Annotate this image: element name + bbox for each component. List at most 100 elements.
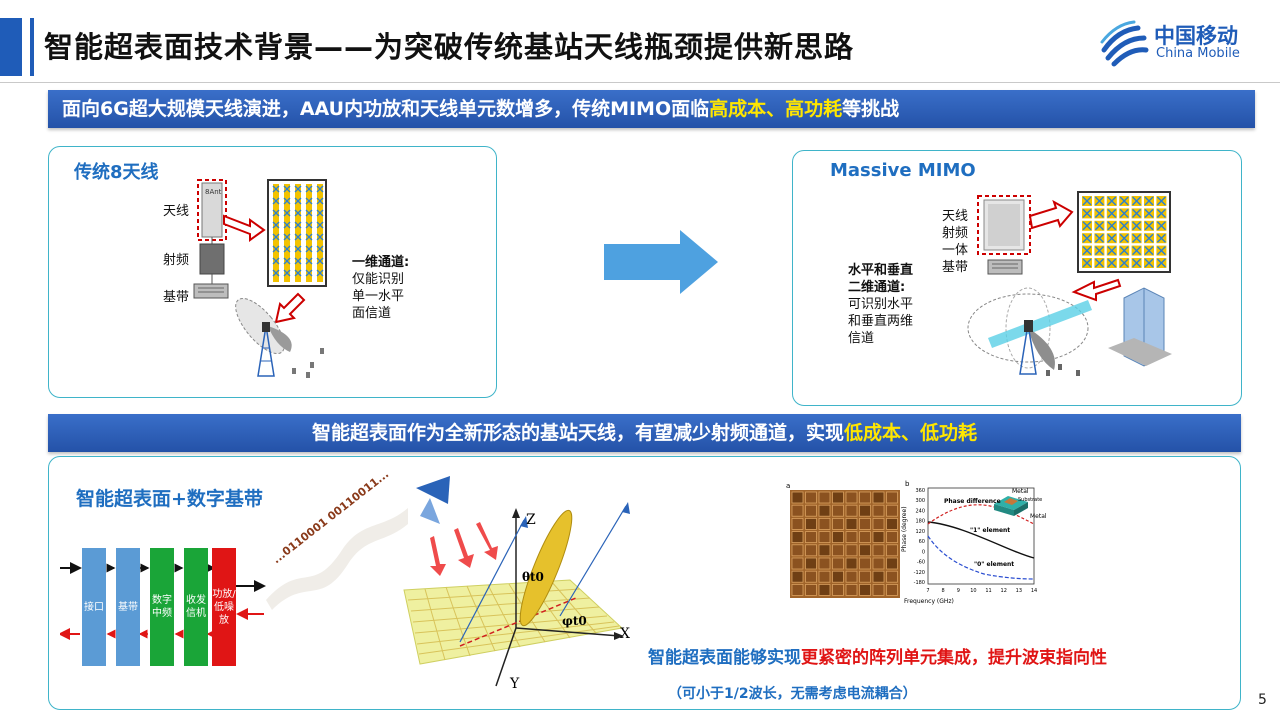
banner-ris: 智能超表面作为全新形态的基站天线，有望减少射频通道，实现低成本、低功耗 [48,414,1241,452]
bitstream-ribbon [266,508,408,610]
mimo-element-cross [1107,246,1117,256]
block-transceiver: 收发信机 [184,548,208,666]
one-dimension-note-title: 一维通道: [352,255,410,270]
mimo-element-cross [1119,233,1129,243]
ris-panel-title: 智能超表面+数字基带 [76,488,263,510]
metasurface-beam-illustration [403,476,630,687]
metasurface-cell [859,544,871,557]
graph-ytick-label: -180 [914,580,925,586]
mimo-element-cross [1082,233,1092,243]
metasurface-cell [872,517,885,530]
mimo-element-cross [1082,258,1092,268]
metasurface-cell [791,557,804,570]
graph-ytick-label: 360 [915,488,925,494]
metasurface-cell [886,544,898,557]
label-baseband: 基带 [163,290,190,305]
metasurface-cell [859,570,871,583]
integrated-unit-label: 天线 射频 一体 基带 [942,208,968,276]
figure-b-label: b [905,480,910,488]
block-digital-if: 数字中频 [150,548,174,666]
accent-bar [0,18,22,76]
graph-xtick-label: 7 [926,588,929,594]
metasurface-cell [872,544,885,557]
metasurface-cell [859,517,871,530]
metasurface-cell [845,557,858,570]
mimo-element-cross [1107,258,1117,268]
signal-chain: 接口 基带 数字中频 收发信机 功放/低噪放 [60,546,270,670]
page-title: 智能超表面技术背景——为突破传统基站天线瓶颈提供新思路 [44,30,855,64]
metasurface-cell [886,570,898,583]
angle-theta-label: θt0 [522,570,544,584]
mimo-element-cross [1156,233,1166,243]
metasurface-cell [832,491,844,504]
mimo-element-cross [1094,233,1104,243]
graph-xtick-label: 12 [1001,588,1007,594]
one-dimension-note-line: 面信道 [352,306,392,321]
metasurface-cell [886,557,898,570]
metasurface-cell [845,491,858,504]
metasurface-cell [845,504,858,517]
ris-caption-note: （可小于1/2波长，无需考虑电流耦合） [668,686,917,702]
two-dimension-note-line: 信道 [848,331,875,346]
mimo-element-cross [1119,208,1129,218]
graph-ytick-label: 240 [915,508,925,514]
mimo-element-cross [1132,196,1142,206]
metasurface-cell [886,491,898,504]
block-pa-lna: 功放/低噪放 [212,548,236,666]
one-dimension-note-line: 单一水平 [352,289,405,304]
inset-metal-bottom: Metal [1030,513,1047,520]
metasurface-cell [832,570,844,583]
two-dimension-note-line: 可识别水平 [848,297,914,312]
metasurface-cell [872,504,885,517]
graph-ytick-label: 0 [922,549,925,555]
mimo-element-cross [1144,196,1154,206]
metasurface-cell [805,531,817,543]
metasurface-cell [791,570,804,583]
mimo-element-cross [1132,246,1142,256]
metasurface-cell [872,584,885,596]
block-interface: 接口 [82,548,106,666]
banner-challenges-highlight: 高成本、高功耗 [709,98,843,120]
metasurface-cell [845,570,858,583]
mimo-element-cross [1132,258,1142,268]
logo-english-text: China Mobile [1156,46,1240,61]
baseband-label: 基带 [942,260,969,275]
metasurface-cell [791,584,804,596]
traditional-antenna-diagram: 8Ant [193,179,327,378]
metasurface-cell [791,517,804,530]
mimo-element-cross [1144,258,1154,268]
metasurface-cell [886,584,898,596]
mimo-element-cross [1119,258,1129,268]
metasurface-cell [872,570,885,583]
metasurface-cell [832,544,844,557]
two-dimension-note: 水平和垂直 二维通道: 可识别水平 和垂直两维 信道 [848,262,913,347]
phase-graph-ylabel: Phase (degree) [901,506,908,552]
metasurface-cell [872,531,885,543]
metasurface-cell [845,517,858,530]
metasurface-cell [886,517,898,530]
mimo-element-cross [1144,246,1154,256]
metasurface-cell [859,584,871,596]
axis-label-y: Y [510,676,520,692]
ris-panel [48,456,1241,710]
inset-metal-top: Metal [1012,488,1029,495]
graph-xtick-label: 8 [942,588,945,594]
integrated-unit-line: 一体 [942,243,969,258]
mimo-element-cross [1119,196,1129,206]
metasurface-cell [832,584,844,596]
metasurface-cell [832,531,844,543]
mimo-element-cross [1094,246,1104,256]
mimo-element-cross [1156,246,1166,256]
metasurface-cell [859,557,871,570]
metasurface-cell [818,504,831,517]
mimo-element-cross [1156,208,1166,218]
metasurface-cell [805,584,817,596]
metasurface-cell [859,531,871,543]
mimo-element-cross [1082,196,1092,206]
mimo-element-cross [1094,221,1104,231]
mimo-element-cross [1144,208,1154,218]
mimo-element-cross [1107,221,1117,231]
metasurface-cell [805,570,817,583]
mimo-element-cross [1156,196,1166,206]
